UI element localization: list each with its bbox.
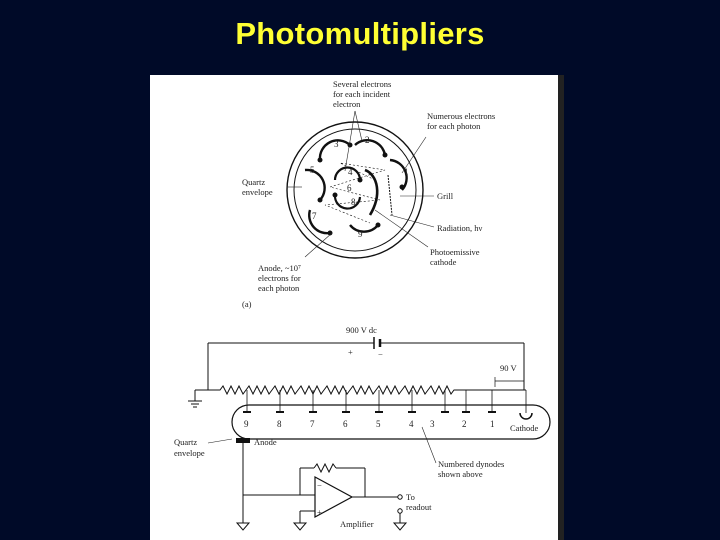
label-amplifier: Amplifier [340, 519, 374, 529]
label-anode-b: Anode [254, 437, 277, 447]
label-numerous-electrons: for each photon [427, 121, 481, 131]
dynode-number: 8 [351, 197, 356, 207]
ground-symbol [188, 390, 202, 408]
dynode-numbers-b: 9 8 7 6 5 4 3 2 1 [244, 419, 495, 429]
label-quartz-envelope-b: Quartz [174, 437, 197, 447]
dynode-plates [243, 411, 496, 413]
supply-plus: + [348, 347, 353, 357]
amp-minus: − [317, 480, 322, 490]
label-photoemissive-cathode: cathode [430, 257, 457, 267]
dynode-number: 6 [343, 419, 348, 429]
label-anode-a: each photon [258, 283, 300, 293]
label-90v: 90 V [500, 363, 517, 373]
quartz-envelope-b [231, 404, 551, 440]
label-photoemissive-cathode: Photoemissive [430, 247, 480, 257]
label-quartz-envelope-a: envelope [242, 187, 273, 197]
scan-edge [558, 75, 564, 540]
label-quartz-envelope-b: envelope [174, 448, 205, 458]
dynode-number: 7 [312, 211, 317, 221]
supply-minus: − [378, 349, 383, 359]
dynode-number: 1 [490, 419, 495, 429]
quartz-leader-b [207, 438, 233, 444]
dynode-number: 3 [334, 139, 339, 149]
label-several-electrons: for each incident [333, 89, 391, 99]
dynode-dots [317, 142, 405, 236]
label-to-readout: readout [406, 502, 432, 512]
label-numerous-electrons: Numerous electrons [427, 111, 495, 121]
dc-supply [207, 337, 525, 390]
label-numbered-dynodes: shown above [438, 469, 483, 479]
label-several-electrons: Several electrons [333, 79, 391, 89]
amplifier-circuit [235, 443, 408, 531]
tube-cross-section [286, 121, 424, 259]
dynode-number: 2 [462, 419, 467, 429]
anode-plate [236, 438, 250, 443]
panel-label-a: (a) [242, 299, 252, 309]
label-anode-a: Anode, ~10⁷ [258, 263, 301, 273]
dynode-number: 4 [348, 167, 353, 177]
step-voltage-marker [494, 377, 525, 387]
label-radiation: Radiation, hν [437, 223, 483, 233]
label-numbered-dynodes: Numbered dynodes [438, 459, 504, 469]
dynode-number: 1 [404, 167, 409, 177]
label-900v-dc: 900 V dc [346, 325, 377, 335]
dynode-number: 3 [430, 419, 435, 429]
cathode-plate [519, 412, 533, 420]
label-to-readout: To [406, 492, 415, 502]
numbered-leader [421, 426, 437, 464]
dynode-numbers-a: 3 2 1 5 4 6 8 7 9 [310, 135, 409, 239]
dynode-number: 5 [376, 419, 381, 429]
label-anode-a: electrons for [258, 273, 301, 283]
label-quartz-envelope-a: Quartz [242, 177, 265, 187]
label-grill: Grill [437, 191, 454, 201]
dynode-number: 9 [244, 419, 249, 429]
dynode-number: 7 [310, 419, 315, 429]
dynode-number: 9 [358, 229, 363, 239]
resistor-chain [195, 384, 526, 396]
dynode-number: 5 [310, 165, 315, 175]
dynode-number: 4 [409, 419, 414, 429]
label-cathode: Cathode [510, 423, 539, 433]
leader-lines-a [288, 110, 435, 258]
amp-plus: + [317, 507, 322, 517]
dynode-number: 8 [277, 419, 282, 429]
dynode-number: 6 [347, 183, 352, 193]
dynode-taps [246, 390, 527, 413]
photomultiplier-figure: 3 2 1 5 4 6 8 7 9 Several electrons for … [150, 75, 564, 540]
label-several-electrons: electron [333, 99, 361, 109]
dynode-number: 2 [365, 135, 370, 145]
slide-title: Photomultipliers [235, 16, 485, 51]
